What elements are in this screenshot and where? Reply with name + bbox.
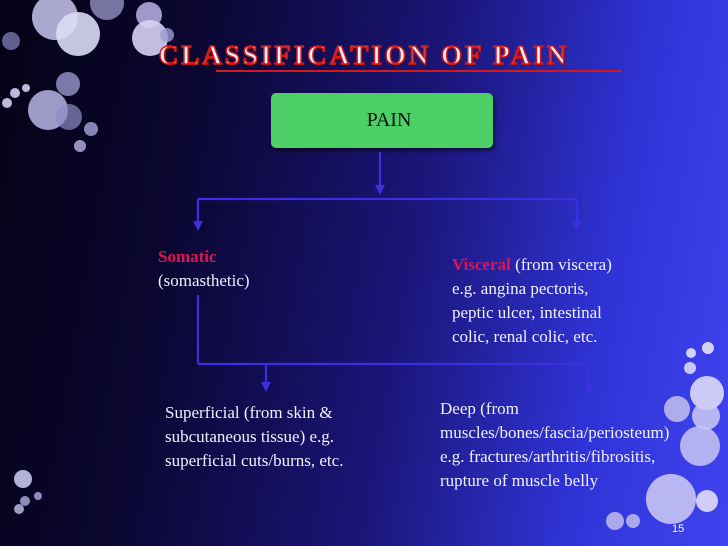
visceral-line: e.g. angina pectoris, <box>452 279 589 298</box>
deep-line: e.g. fractures/arthritis/fibrositis, <box>440 447 656 466</box>
superficial-line: superficial cuts/burns, etc. <box>165 451 344 470</box>
somatic-detail: (somasthetic) <box>158 271 250 290</box>
title-underline <box>216 70 622 72</box>
superficial-node: Superficial (from skin & subcutaneous ti… <box>165 401 343 473</box>
visceral-line: peptic ulcer, intestinal <box>452 303 602 322</box>
superficial-line: subcutaneous tissue) e.g. <box>165 427 335 446</box>
deep-line: Deep (from <box>440 399 519 418</box>
superficial-line: Superficial (from skin & <box>165 403 333 422</box>
root-node-label: PAIN <box>366 109 412 131</box>
visceral-label: Visceral <box>452 255 511 274</box>
deep-line: muscles/bones/fascia/periosteum) <box>440 423 670 442</box>
somatic-label: Somatic <box>158 247 217 266</box>
visceral-detail: (from viscera) <box>510 255 612 274</box>
somatic-node: Somatic (somasthetic) <box>158 245 250 293</box>
slide-title: CLASSIFICATION OF PAIN <box>158 39 570 71</box>
deep-node: Deep (from muscles/bones/fascia/perioste… <box>440 397 669 493</box>
root-node-box: PAIN <box>271 93 493 148</box>
page-number: 15 <box>672 523 685 535</box>
deep-line: rupture of muscle belly <box>440 471 599 490</box>
visceral-line: colic, renal colic, etc. <box>452 327 598 346</box>
visceral-node: Visceral (from viscera) e.g. angina pect… <box>452 253 612 349</box>
